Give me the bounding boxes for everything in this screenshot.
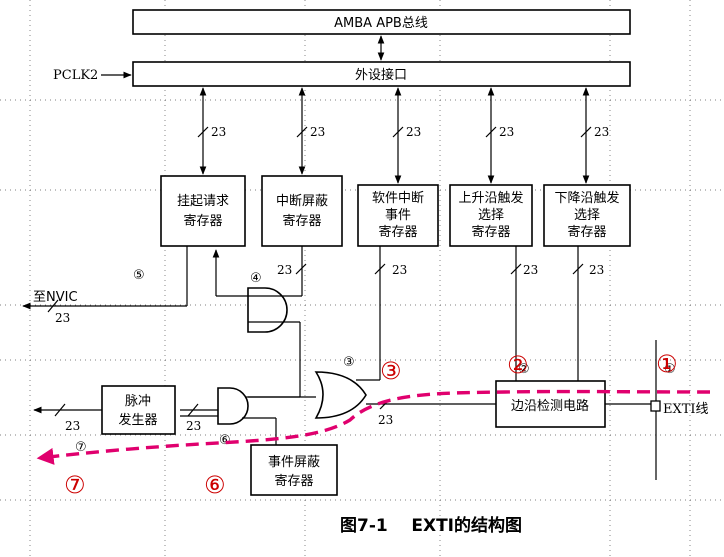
rising-register-line3: 寄存器 bbox=[471, 224, 510, 240]
falling-register-line3: 寄存器 bbox=[567, 224, 606, 240]
exti-pin-square bbox=[650, 400, 661, 412]
rising-register-line1: 上升沿触发 bbox=[458, 190, 523, 206]
figure-caption: 图7-1 EXTI的结构图 bbox=[340, 515, 522, 536]
and-gate-6 bbox=[217, 387, 249, 425]
falling-register-line1: 下降沿触发 bbox=[554, 190, 619, 206]
interrupt-mask-register bbox=[261, 175, 343, 247]
pending-request-register bbox=[160, 175, 246, 247]
circle-number-7: ⑦ bbox=[75, 440, 87, 455]
red-marker-6: ⑥ bbox=[204, 471, 226, 499]
bus-width-label-4: 23 bbox=[499, 125, 514, 139]
bus-width-label-2: 23 bbox=[310, 125, 325, 139]
swint-register-line3: 寄存器 bbox=[378, 224, 417, 240]
pclk2-label: PCLK2 bbox=[53, 68, 98, 83]
red-marker-1: ① bbox=[656, 350, 678, 378]
and-gate-4 bbox=[247, 287, 288, 333]
rising-bus-width: 23 bbox=[523, 263, 538, 277]
intmask-register-line2: 寄存器 bbox=[282, 213, 321, 229]
circle-number-2: ② bbox=[518, 362, 530, 377]
red-marker-2: ② bbox=[507, 351, 529, 379]
pending-register-line1: 挂起请求 bbox=[177, 194, 229, 209]
register-bus-links bbox=[197, 87, 592, 184]
edge-bus-width: 23 bbox=[378, 413, 393, 427]
peripheral-interface-label: 外设接口 bbox=[355, 67, 407, 83]
circle-number-5: ⑤ bbox=[133, 268, 145, 283]
amba-apb-bus-block bbox=[132, 9, 631, 35]
red-marker-3: ③ bbox=[380, 357, 402, 385]
intmask-register-line1: 中断屏蔽 bbox=[276, 194, 328, 209]
exti-line-label: EXTI线 bbox=[663, 402, 709, 417]
evmask-register-line1: 事件屏蔽 bbox=[268, 455, 320, 470]
pending-register-line2: 寄存器 bbox=[183, 213, 222, 229]
bus-width-label-1: 23 bbox=[211, 125, 226, 139]
circle-number-3: ③ bbox=[343, 355, 355, 370]
bus-width-label-3: 23 bbox=[406, 125, 421, 139]
rising-trigger-select-register bbox=[449, 184, 533, 247]
falling-bus-width: 23 bbox=[589, 263, 604, 277]
peripheral-interface-block bbox=[132, 61, 631, 87]
pulse-generator-line2: 发生器 bbox=[118, 412, 157, 428]
or-gate-3 bbox=[314, 371, 367, 419]
swint-bus-width: 23 bbox=[392, 263, 407, 277]
to-nvic-label: 至NVIC bbox=[33, 290, 78, 305]
pulse-output-bus-width: 23 bbox=[65, 419, 80, 433]
swint-register-line1: 软件中断 bbox=[372, 191, 424, 206]
red-marker-7: ⑦ bbox=[64, 471, 86, 499]
event-signal-path bbox=[36, 389, 711, 465]
nvic-bus-width: 23 bbox=[55, 311, 70, 325]
edge-detect-label: 边沿检测电路 bbox=[511, 398, 589, 414]
swint-register-line2: 事件 bbox=[385, 208, 411, 223]
event-mask-register bbox=[250, 444, 338, 496]
pulse-generator-line1: 脉冲 bbox=[125, 394, 151, 409]
evmask-register-line2: 寄存器 bbox=[274, 473, 313, 489]
pulse-generator-block bbox=[101, 385, 176, 435]
circle-number-1: ① bbox=[664, 362, 676, 377]
bus-width-label-5: 23 bbox=[594, 125, 609, 139]
falling-trigger-select-register bbox=[543, 184, 631, 247]
software-interrupt-event-register bbox=[357, 184, 439, 247]
intmask-bus-width: 23 bbox=[277, 263, 292, 277]
circle-number-6: ⑥ bbox=[219, 433, 231, 448]
nvic-bus-slash bbox=[47, 299, 59, 313]
falling-register-line2: 选择 bbox=[574, 208, 600, 223]
pulse-bus-width: 23 bbox=[186, 419, 201, 433]
rising-register-line2: 选择 bbox=[478, 208, 504, 223]
circle-number-4: ④ bbox=[250, 271, 262, 286]
amba-apb-bus-label: AMBA APB总线 bbox=[334, 16, 428, 31]
